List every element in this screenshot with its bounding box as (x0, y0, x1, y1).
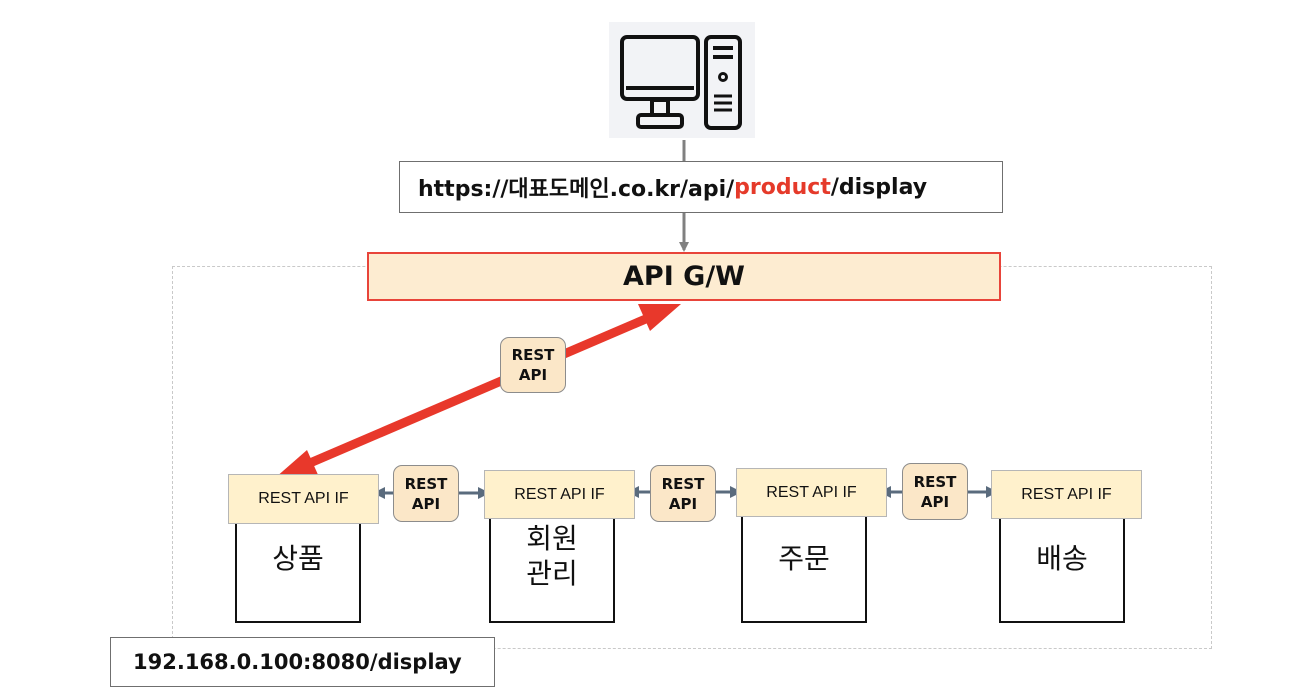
api-gateway-box: API G/W (367, 252, 1001, 301)
badge-line2: API (518, 366, 548, 384)
internal-address-box: 192.168.0.100:8080/display (110, 637, 495, 687)
service-name-delivery: 배송 (999, 541, 1125, 576)
badge-line2: API (411, 494, 441, 513)
rest-api-if-member: REST API IF (484, 470, 635, 519)
badge-line1: REST (913, 472, 957, 491)
service-name-product: 상품 (235, 541, 361, 576)
service-name-line1: 회원 (526, 522, 578, 555)
url-suffix: /display (830, 174, 928, 200)
rest-api-if-product: REST API IF (228, 474, 379, 524)
gateway-product-arrow (275, 304, 681, 478)
badge-line1: REST (661, 474, 705, 493)
url-highlight: product (734, 174, 831, 200)
client-computer-icon (609, 22, 755, 138)
rest-api-if-order: REST API IF (736, 468, 887, 517)
service-name-line2: 관리 (526, 557, 578, 590)
internal-address-label: 192.168.0.100:8080/display (133, 650, 462, 674)
badge-line2: API (920, 492, 950, 511)
url-prefix: https://대표도메인.co.kr/api/ (418, 177, 735, 202)
badge-line1: REST (404, 474, 448, 493)
rest-api-if-delivery: REST API IF (991, 470, 1142, 519)
service-box-order (741, 497, 867, 623)
rest-api-badge-1: REST API (393, 465, 459, 522)
request-url-box: https://대표도메인.co.kr/api/product/display (399, 161, 1003, 213)
service-name-line1: 배송 (1036, 542, 1088, 575)
service-name-line1: 주문 (778, 542, 830, 575)
api-gateway-label: API G/W (623, 261, 745, 292)
badge-line2: API (668, 494, 698, 513)
service-name-member: 회원 관리 (489, 521, 615, 591)
interface-label: REST API IF (766, 483, 857, 501)
rest-api-badge-2: REST API (650, 465, 716, 522)
rest-api-badge-3: REST API (902, 463, 968, 520)
interface-label: REST API IF (258, 490, 349, 507)
rest-api-badge-gateway: REST API (500, 337, 566, 393)
interface-label: REST API IF (1021, 485, 1112, 503)
interface-label: REST API IF (514, 485, 605, 503)
service-name-order: 주문 (741, 541, 867, 576)
service-name-line1: 상품 (272, 542, 324, 575)
badge-line1: REST (511, 346, 555, 364)
